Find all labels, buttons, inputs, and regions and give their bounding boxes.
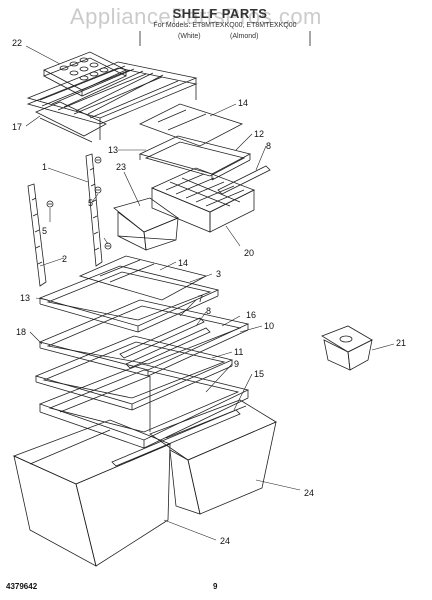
glass-shelf-lower: [34, 335, 234, 411]
wire-shelf: [26, 61, 198, 143]
color-white-label: (White): [178, 33, 201, 40]
callout-label: 10: [264, 321, 274, 331]
crisper-drawer-right: [149, 399, 277, 515]
document-number: 4379642: [6, 582, 38, 591]
callout-label: 23: [116, 162, 126, 172]
callout-label: 5: [42, 226, 47, 236]
crisper-cover-frame: [38, 363, 250, 449]
callout-label: 21: [396, 338, 406, 348]
callout-label: 3: [216, 269, 221, 279]
callout-label: 5: [88, 198, 93, 208]
callout-label: 7: [198, 294, 203, 304]
crisper-divider: [111, 409, 241, 467]
callout-label: 20: [244, 248, 254, 258]
callout-label: 12: [254, 129, 264, 139]
color-almond-label: (Almond): [230, 33, 259, 40]
spillproof-shelf: [38, 299, 250, 377]
callout-label: 13: [108, 145, 118, 155]
shelf-trim-middle: [119, 317, 211, 369]
shelf-frame-middle: [38, 265, 220, 333]
callout-label: 24: [220, 536, 230, 546]
glass-shelf-upper: [138, 103, 244, 147]
callout-label: 16: [246, 310, 256, 320]
watermark-text: AppliancePartsPros.com: [70, 4, 322, 29]
header-bracket: [139, 31, 311, 46]
callout-label: 22: [12, 38, 22, 48]
callout-label: 2: [62, 254, 67, 264]
callout-label: 14: [238, 98, 248, 108]
callout-label: 9: [234, 359, 239, 369]
callout-label: 8: [206, 306, 211, 316]
shelf-ladder-left: [27, 183, 47, 287]
screw: [46, 156, 112, 250]
callout-label: 14: [178, 258, 188, 268]
callout-label: 8: [266, 141, 271, 151]
page-number: 9: [213, 582, 218, 591]
callout-label: 15: [254, 369, 264, 379]
storage-bin: [113, 197, 179, 251]
callout-label: 18: [16, 327, 26, 337]
door-bin: [321, 325, 373, 371]
callout-label: 17: [12, 122, 22, 132]
callout-label: 11: [234, 347, 243, 357]
callout-label: 24: [304, 488, 314, 498]
deli-drawer: [150, 167, 255, 233]
crisper-drawer-left: [12, 419, 172, 567]
shelf-trim-upper: [217, 165, 271, 195]
page-title: SHELF PARTS: [172, 6, 268, 21]
shelf-frame-upper: [138, 135, 252, 181]
leader-lines: [25, 45, 395, 541]
model-line: For Models: ET8MTEXKQ00, ET8MTEXKQ00: [153, 22, 297, 29]
egg-tray: [43, 51, 127, 97]
callout-label: 1: [42, 162, 47, 172]
shelf-ladder-right: [85, 153, 103, 267]
callout-label: 13: [20, 293, 30, 303]
